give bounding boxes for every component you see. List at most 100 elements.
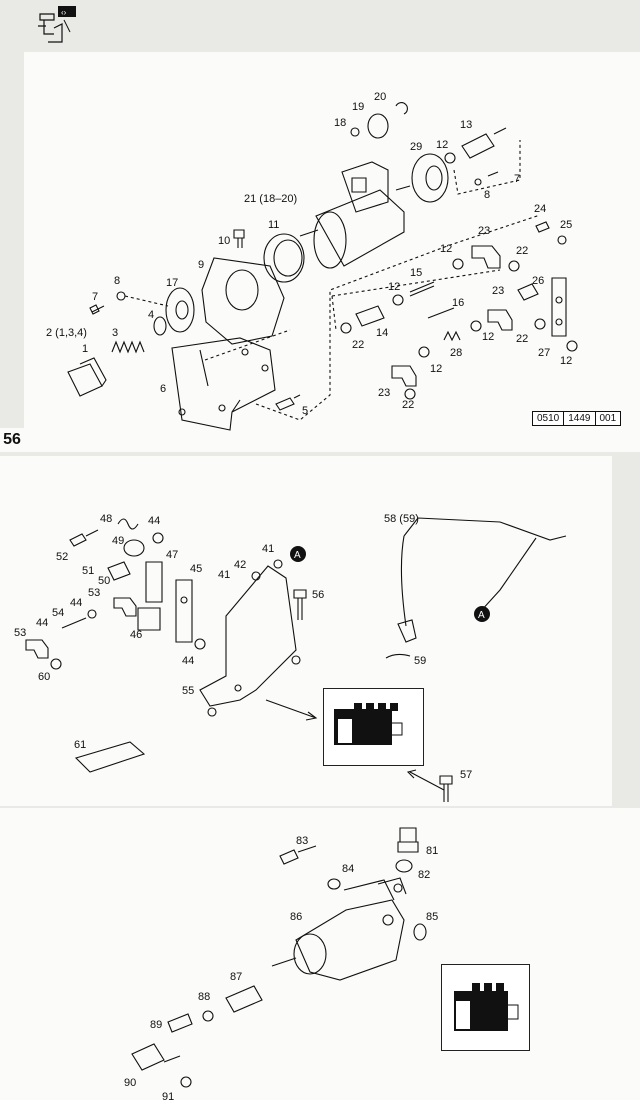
reference-part-2: 1449	[563, 412, 594, 425]
part-88-nut	[202, 1010, 214, 1022]
part-49-bushing	[123, 539, 145, 557]
diagram-panel-1	[24, 52, 640, 452]
reference-part-1: 0510	[537, 413, 560, 424]
part-8-washer	[116, 291, 126, 301]
diagram-panel-3	[0, 808, 640, 1100]
part-16-screw	[427, 307, 455, 319]
label-41a: 41	[262, 543, 274, 555]
part-12-nut-d	[470, 320, 482, 332]
part-23-elbow	[471, 245, 501, 269]
injector-pump-icon	[334, 703, 403, 745]
label-13: 13	[460, 119, 472, 131]
label-25: 25	[560, 219, 572, 231]
label-7b: 7	[514, 173, 520, 185]
label-11: 11	[268, 219, 279, 231]
label-9: 9	[198, 259, 204, 271]
part-28-spring	[443, 330, 461, 342]
label-16: 16	[452, 297, 464, 309]
part-12-nut-e	[566, 340, 578, 352]
label-82: 82	[418, 869, 430, 881]
label-83: 83	[296, 835, 308, 847]
part-29-plate	[411, 153, 449, 203]
part-58-cable	[400, 517, 567, 627]
part-18-washer	[350, 127, 360, 137]
label-60: 60	[38, 671, 50, 683]
part-22-washer-b	[340, 322, 352, 334]
part-42-washer	[251, 571, 261, 581]
part-26-pin	[517, 283, 539, 301]
injector-pump-icon-2	[454, 983, 519, 1031]
label-44a: 44	[148, 515, 160, 527]
label-23a: 23	[478, 225, 490, 237]
inset-injector-symbol-2	[441, 964, 530, 1051]
label-15: 15	[410, 267, 422, 279]
label-54: 54	[52, 607, 64, 619]
part-41-nut	[273, 559, 283, 569]
label-53a: 53	[88, 587, 100, 599]
label-87: 87	[230, 971, 242, 983]
page-number: 56	[0, 428, 24, 452]
part-11-clamp	[263, 233, 305, 283]
engine-adjust-icon: ‹›	[38, 6, 76, 43]
part-23-elbow-c	[391, 365, 417, 387]
part-3-spring	[111, 340, 145, 354]
label-49: 49	[112, 535, 124, 547]
part-7-bolt	[89, 304, 105, 315]
label-19: 19	[352, 101, 364, 113]
part-5-bolt	[275, 394, 301, 411]
label-12d: 12	[430, 363, 442, 375]
part-4-ring	[153, 316, 167, 336]
part-24-bolt	[535, 221, 550, 233]
part-13-fitting	[461, 127, 507, 159]
part-55-bracket	[199, 565, 297, 707]
part-56-bolt	[293, 589, 307, 620]
part-27-plate	[551, 277, 567, 337]
part-53-elbow-b	[25, 639, 49, 659]
marker-a-label-cable: A	[478, 610, 485, 621]
part-12-nut-top	[444, 152, 456, 164]
part-45-plate	[175, 579, 193, 643]
part-90-eye	[131, 1043, 181, 1071]
label-90: 90	[124, 1077, 136, 1089]
label-8: 8	[114, 275, 120, 287]
part-20-clip	[395, 102, 408, 115]
part-53-elbow-a	[113, 597, 137, 617]
label-12a: 12	[436, 139, 448, 151]
label-22d: 22	[402, 399, 414, 411]
part-21-motor	[315, 189, 405, 267]
label-27: 27	[538, 347, 550, 359]
part-60-washer	[50, 658, 62, 670]
label-4: 4	[148, 309, 154, 321]
label-22a: 22	[352, 339, 364, 351]
label-23c: 23	[378, 387, 390, 399]
label-46: 46	[130, 629, 142, 641]
part-22-washer-c	[534, 318, 546, 330]
label-47: 47	[166, 549, 178, 561]
part-12-nut-c	[418, 346, 430, 358]
part-52-bolt	[69, 529, 99, 547]
label-81: 81	[426, 845, 438, 857]
marker-a-label-top: A	[294, 550, 301, 561]
part-10-screw	[233, 229, 245, 248]
part-22-washer-a	[508, 260, 520, 272]
part-47-link	[145, 561, 163, 603]
label-20: 20	[374, 91, 386, 103]
diagram-panel-2	[0, 456, 612, 806]
part-81-fitting	[397, 827, 419, 853]
label-88: 88	[198, 991, 210, 1003]
label-23b: 23	[492, 285, 504, 297]
section-1-labels: 1 2 (1,3,4) 3 4 5 6 7 7 8 8 9 10 11 12 1…	[46, 91, 572, 417]
label-21: 21 (18–20)	[244, 193, 297, 205]
label-44c: 44	[36, 617, 48, 629]
label-22b: 22	[516, 245, 528, 257]
part-44-nut-a	[152, 532, 164, 544]
label-85: 85	[426, 911, 438, 923]
label-42: 42	[234, 559, 246, 571]
part-82-ring	[395, 859, 413, 873]
label-26: 26	[532, 275, 544, 287]
label-89: 89	[150, 1019, 162, 1031]
part-54-screw	[61, 617, 87, 629]
label-44d: 44	[182, 655, 194, 667]
part-12-nut-b	[452, 258, 464, 270]
